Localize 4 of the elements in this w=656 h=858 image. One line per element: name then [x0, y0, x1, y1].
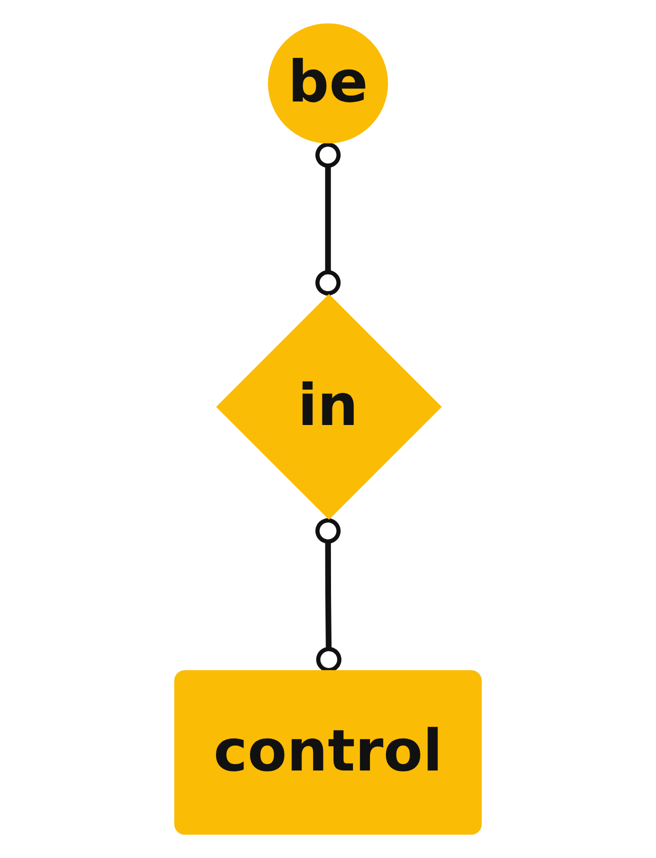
connector — [315, 142, 341, 296]
connector — [315, 518, 342, 672]
node-circle: be — [268, 23, 388, 144]
node-diamond: in — [216, 294, 442, 520]
